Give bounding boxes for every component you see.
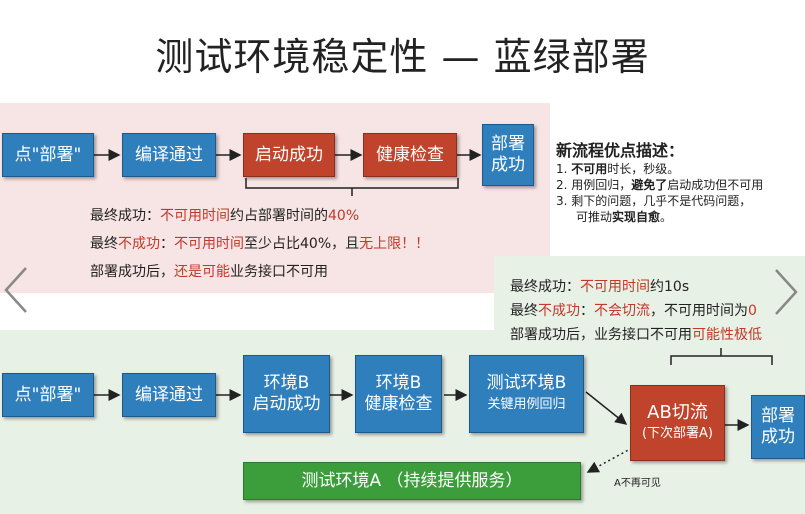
arrow-to-env-a	[586, 447, 633, 473]
advantage-item-2: 2. 用例回归，避免了启动成功但不可用	[556, 178, 764, 192]
top-done-box: 部署成功	[482, 124, 534, 186]
top-start-box: 启动成功	[243, 133, 335, 177]
advantages-list: 新流程优点描述： 1. 不可用时长，秒级。 2. 用例回归，避免了启动成功但不可…	[556, 143, 805, 225]
bottom-deploy-box: 点"部署"	[2, 373, 94, 417]
advantage-item-3-cont: 可推动实现自愈。	[576, 210, 673, 224]
arrow-bot-5	[585, 391, 628, 425]
top-health-box: 健康检查	[363, 133, 457, 177]
chevron-right-icon	[775, 269, 798, 315]
bottom-compile-box: 编译通过	[122, 373, 216, 417]
env-a-box: 测试环境A （持续提供服务）	[243, 462, 581, 500]
brace-top	[245, 178, 459, 196]
brace-bottom	[670, 348, 773, 365]
top-compile-box: 编译通过	[122, 133, 216, 177]
ab-switch-box: AB切流(下次部署A)	[630, 385, 725, 461]
advantage-item-3: 3. 剩下的问题，几乎不是代码问题，	[556, 194, 752, 208]
top-note-2: 最终不成功：不可用时间至少占比40%，且无上限！！	[90, 236, 430, 252]
top-deploy-box: 点"部署"	[2, 133, 94, 177]
top-note-3: 部署成功后，还是可能业务接口不可用	[90, 264, 328, 280]
page-title: 测试环境稳定性 — 蓝绿部署	[155, 35, 650, 79]
chevron-left-icon	[4, 267, 27, 313]
advantages-heading: 新流程优点描述：	[556, 141, 685, 160]
top-note-1: 最终成功：不可用时间约占部署时间的40%	[90, 208, 360, 224]
bottom-note-2: 最终不成功：不会切流，不可用时间为0	[510, 303, 757, 319]
advantage-item-1: 1. 不可用时长，秒级。	[556, 162, 680, 176]
env-a-unavailable-label: A不再可见	[614, 478, 661, 489]
bottom-done-box: 部署成功	[751, 395, 805, 459]
bottom-note-1: 最终成功：不可用时间约10s	[510, 279, 690, 295]
bottom-note-3: 部署成功后，业务接口不可用可能性极低	[510, 327, 762, 343]
new-flow-note-panel	[494, 256, 805, 348]
